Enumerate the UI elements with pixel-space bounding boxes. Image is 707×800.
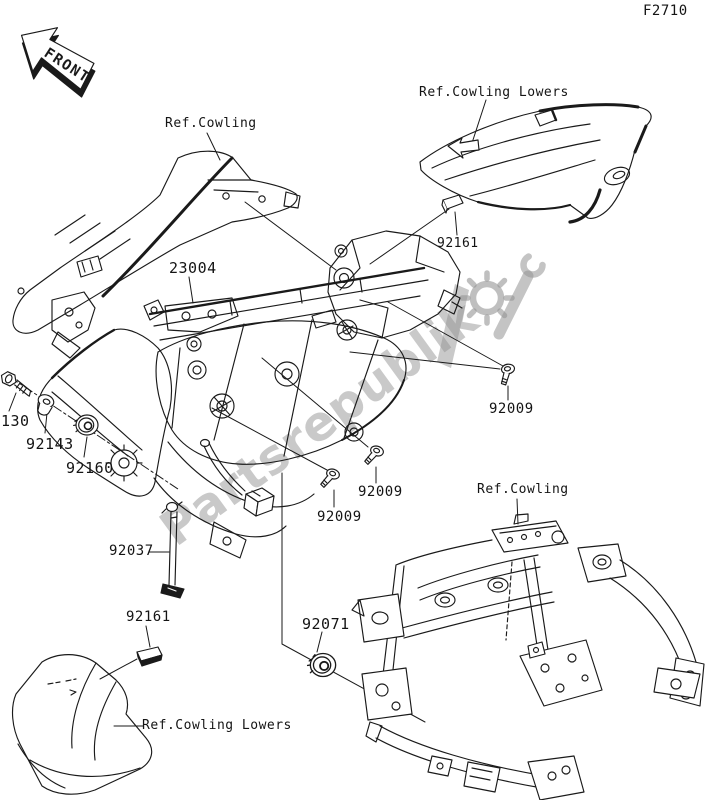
label-ref-cowling-lowers-bottom: Ref.Cowling Lowers xyxy=(142,718,292,733)
screw-92009-low-art xyxy=(319,466,342,492)
lower-left-cowling-art xyxy=(11,654,153,795)
screw-92009-mid-art xyxy=(363,443,386,469)
band-92037-art xyxy=(160,501,185,599)
bolt-130-art xyxy=(0,371,33,397)
pad-92161-top-art xyxy=(441,194,464,214)
part-label-92160: 92160 xyxy=(66,459,114,477)
watermark-gear-icon xyxy=(459,270,515,326)
watermark-bar xyxy=(437,284,469,368)
label-ref-cowling-top: Ref.Cowling xyxy=(165,116,257,131)
grommet-92071-art xyxy=(306,652,337,678)
part-label-23004: 23004 xyxy=(169,259,217,277)
watermark-wrench-icon xyxy=(493,252,546,340)
part-label-92009-low: 92009 xyxy=(317,509,362,525)
part-label-92071: 92071 xyxy=(302,615,350,633)
part-label-92161-bottom: 92161 xyxy=(126,609,171,625)
headlight-art xyxy=(37,230,463,559)
part-label-130: 130 xyxy=(1,412,30,430)
grommet-92160-art xyxy=(72,414,99,436)
front-arrow: FRONT xyxy=(20,27,96,98)
watermark-logo xyxy=(437,252,546,368)
pad-92161-bottom-art xyxy=(136,646,163,667)
right-cowling-lower-art xyxy=(419,103,652,224)
connector-art xyxy=(199,438,275,517)
left-cowling-art xyxy=(12,150,301,359)
part-label-92009-right: 92009 xyxy=(489,401,534,417)
part-label-92143: 92143 xyxy=(26,435,74,453)
label-ref-cowling-lowers-top: Ref.Cowling Lowers xyxy=(419,85,569,100)
collar-92143-art xyxy=(37,394,55,416)
part-label-92009-mid: 92009 xyxy=(358,484,403,500)
leader-lines xyxy=(8,99,519,727)
page-code: F2710 xyxy=(643,3,688,19)
part-label-92037: 92037 xyxy=(109,543,154,559)
screw-92009-right-art xyxy=(498,362,518,387)
part-label-92161-top: 92161 xyxy=(437,236,479,251)
label-ref-cowling-bottom: Ref.Cowling xyxy=(477,482,569,497)
frame-art xyxy=(351,513,705,800)
